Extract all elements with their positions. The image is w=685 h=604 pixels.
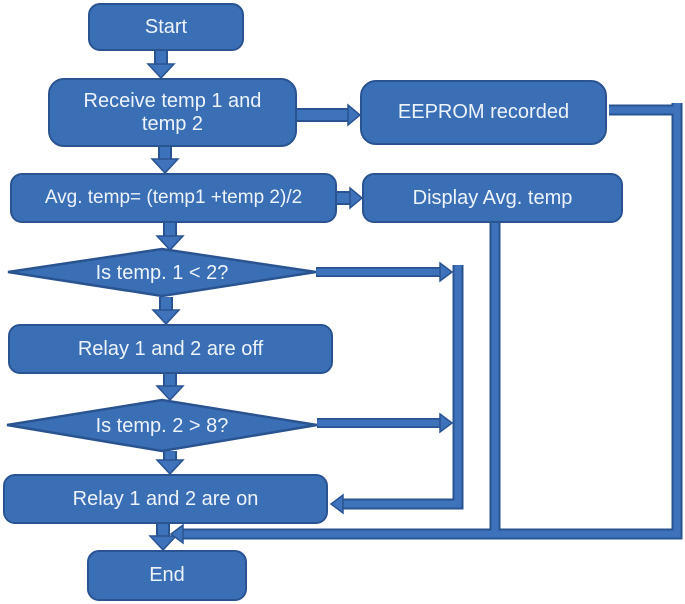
- arrowhead-down-icon: [150, 158, 180, 175]
- eeprom-recorded-node-label: EEPROM recorded: [397, 101, 570, 123]
- edge-side-return-line: [343, 265, 464, 510]
- display-avg-temp-node-label: Display Avg. temp: [412, 186, 573, 209]
- decision1-diamond-shape: [7, 247, 317, 298]
- decision-shapes: [6, 247, 318, 453]
- arrowhead-down-icon: [148, 535, 178, 552]
- arrowhead-right-icon: [439, 412, 454, 434]
- edge-fills: [156, 51, 681, 538]
- decision2-node-label: Is temp. 2 > 8?: [95, 414, 229, 437]
- edge-eeprom-end-line: [183, 103, 683, 540]
- arrowhead-down-icon: [151, 309, 181, 326]
- average-temp-node: Avg. temp= (temp1 +temp 2)/2: [10, 173, 337, 223]
- end-node-label: End: [149, 564, 185, 586]
- arrowheads: [146, 63, 454, 552]
- start-node: Start: [88, 3, 244, 51]
- end-node: End: [87, 550, 247, 601]
- arrowhead-right-icon: [349, 186, 364, 210]
- arrowhead-right-icon: [347, 103, 362, 127]
- display-avg-temp-node: Display Avg. temp: [362, 173, 623, 223]
- relay-on-node: Relay 1 and 2 are on: [3, 474, 328, 524]
- arrowhead-left-icon: [169, 523, 184, 545]
- relay-off-node: Relay 1 and 2 are off: [8, 324, 333, 374]
- arrowhead-right-icon: [439, 261, 454, 283]
- relay-off-node-label: Relay 1 and 2 are off: [77, 337, 264, 360]
- arrowhead-left-icon: [329, 493, 344, 515]
- arrowhead-down-icon: [155, 459, 185, 476]
- receive-temps-node-label: Receive temp 1 and temp 2: [83, 89, 262, 135]
- decision2-node: Is temp. 2 > 8?: [52, 411, 272, 441]
- decision2-diamond-shape: [6, 398, 318, 453]
- arrowhead-down-icon: [155, 235, 185, 252]
- decision1-node-label: Is temp. 1 < 2?: [95, 261, 229, 284]
- relay-on-node-label: Relay 1 and 2 are on: [72, 487, 259, 510]
- arrowhead-down-icon: [155, 385, 185, 402]
- arrowhead-down-icon: [146, 63, 176, 80]
- average-temp-node-label: Avg. temp= (temp1 +temp 2)/2: [44, 187, 303, 209]
- eeprom-recorded-node: EEPROM recorded: [360, 80, 607, 145]
- decision1-node: Is temp. 1 < 2?: [52, 258, 272, 288]
- receive-temps-node: Receive temp 1 and temp 2: [48, 78, 297, 147]
- start-node-label: Start: [144, 15, 188, 38]
